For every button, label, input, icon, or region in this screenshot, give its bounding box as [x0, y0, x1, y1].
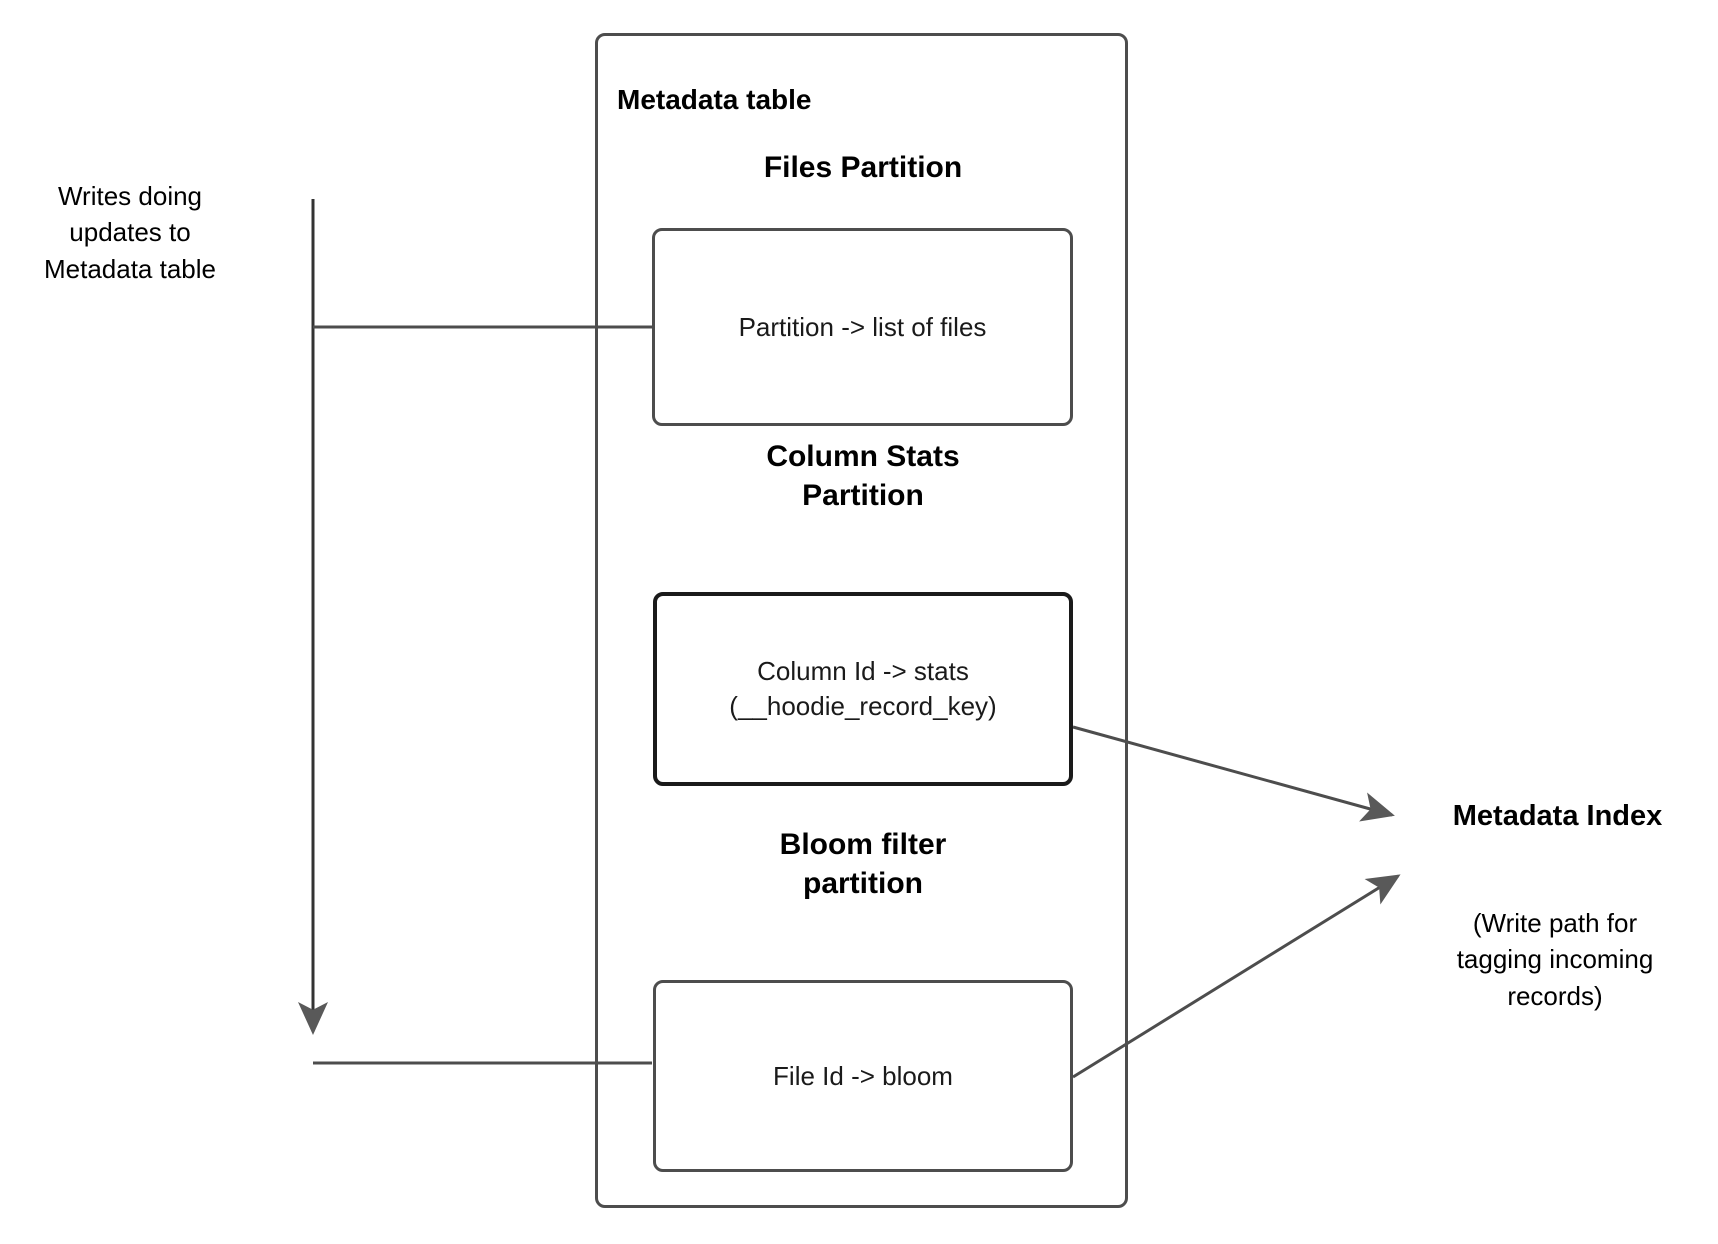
files-partition-heading: Files Partition [763, 151, 963, 184]
metadata-table-container [595, 33, 1128, 1208]
column-stats-partition-box[interactable]: Column Id -> stats (__hoodie_record_key) [653, 592, 1073, 786]
writes-annotation: Writes doing updates to Metadata table [43, 181, 216, 284]
files-partition-box[interactable]: Partition -> list of files [652, 228, 1073, 426]
bloom-filter-partition-heading: Bloom filter partition [779, 828, 947, 900]
bloom-filter-partition-box-text: File Id -> bloom [773, 1060, 953, 1091]
files-partition-box-text: Partition -> list of files [738, 311, 987, 342]
metadata-index-label: Metadata Index [1452, 800, 1663, 832]
metadata-table-title: Metadata table [617, 84, 812, 115]
column-stats-partition-box-text: Column Id -> stats (__hoodie_record_key) [729, 656, 997, 721]
bloom-filter-partition-box[interactable]: File Id -> bloom [653, 980, 1073, 1172]
metadata-index-note: (Write path for tagging incoming records… [1456, 908, 1654, 1011]
column-stats-partition-heading: Column Stats Partition [766, 440, 960, 512]
